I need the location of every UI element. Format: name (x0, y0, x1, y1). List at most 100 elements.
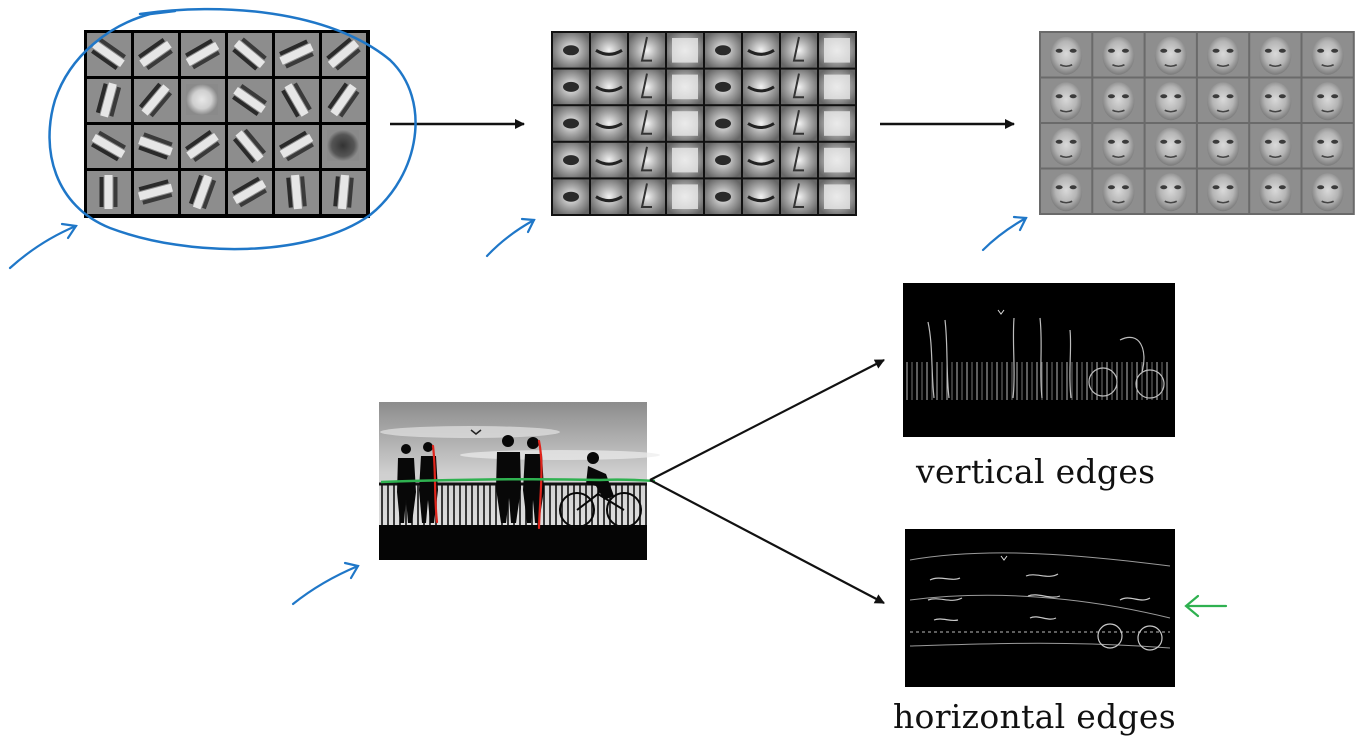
edge-filter-cell (322, 125, 366, 168)
face-cell (1145, 78, 1196, 122)
hand-drawn-arrow-icon (291, 561, 360, 606)
face-part-cell (629, 179, 665, 214)
face-cell (1302, 33, 1353, 77)
edge-filter-cell (322, 79, 366, 122)
bird-silhouette (470, 429, 482, 435)
face-part-cell (781, 69, 817, 105)
edge-filter-cell (134, 171, 178, 214)
face-part-cell (705, 106, 741, 141)
vertical-edges-map (903, 283, 1175, 437)
face-cell (1093, 33, 1144, 77)
edge-filter-cell (134, 125, 178, 168)
face-cell (1197, 78, 1249, 122)
face-cell (1145, 33, 1196, 77)
edge-filter-cell (181, 79, 225, 122)
face-cell (1145, 124, 1196, 168)
face-part-cell (667, 33, 703, 68)
edge-filter-cell (322, 171, 366, 214)
face-part-cell (743, 69, 779, 105)
face-part-cell (705, 69, 741, 105)
face-part-cell (591, 142, 627, 178)
face-part-cell (819, 106, 855, 141)
face-part-cell (743, 179, 779, 214)
edge-filter-cell (322, 33, 366, 76)
face-part-cell (629, 69, 665, 105)
edge-filter-cell (275, 125, 319, 168)
edge-filter-cell (275, 171, 319, 214)
face-part-filter-grid (551, 31, 857, 216)
edge-filter-cell (87, 171, 131, 214)
edge-filter-cell (181, 33, 225, 76)
edge-filter-cell (87, 33, 131, 76)
face-part-cell (553, 106, 589, 141)
green-horizontal-annotation (380, 477, 656, 484)
edge-filter-cell (87, 79, 131, 122)
face-cell (1250, 169, 1301, 213)
face-part-cell (591, 69, 627, 105)
edge-filter-cell (228, 33, 272, 76)
horizontal-edges-map (905, 529, 1175, 687)
hand-drawn-circle-icon (48, 7, 417, 251)
face-part-cell (781, 179, 817, 214)
face-part-cell (553, 142, 589, 178)
face-part-cell (705, 179, 741, 214)
face-part-cell (553, 33, 589, 68)
face-part-cell (743, 142, 779, 178)
edge-filter-grid (84, 30, 370, 218)
face-part-cell (781, 142, 817, 178)
left-arrow-icon (1184, 594, 1228, 618)
face-part-cell (819, 69, 855, 105)
edge-filter-cell (275, 33, 319, 76)
face-part-cell (629, 142, 665, 178)
arrow-right-icon (649, 359, 885, 481)
face-cell (1250, 124, 1301, 168)
edge-filter-cell (181, 125, 225, 168)
face-cell (1093, 124, 1144, 168)
face-cell (1041, 33, 1092, 77)
horizontal-edges-caption: horizontal edges (893, 697, 1176, 736)
edge-filter-cell (87, 125, 131, 168)
face-part-cell (781, 33, 817, 68)
edge-filter-cell (134, 33, 178, 76)
face-part-cell (667, 69, 703, 105)
face-part-cell (819, 179, 855, 214)
face-part-cell (629, 106, 665, 141)
face-part-cell (591, 33, 627, 68)
face-cell (1041, 124, 1092, 168)
face-part-cell (819, 142, 855, 178)
edge-filter-cell (134, 79, 178, 122)
face-cell (1041, 78, 1092, 122)
edge-filter-cell (228, 171, 272, 214)
face-cell (1093, 78, 1144, 122)
face-cell (1302, 169, 1353, 213)
face-cell (1250, 33, 1301, 77)
face-part-cell (553, 179, 589, 214)
face-part-cell (591, 179, 627, 214)
face-part-cell (667, 142, 703, 178)
arrow-right-icon (649, 479, 885, 604)
source-photo (379, 402, 660, 560)
face-filter-grid (1039, 31, 1355, 215)
edge-filter-cell (228, 79, 272, 122)
face-cell (1197, 124, 1249, 168)
face-part-cell (705, 33, 741, 68)
face-cell (1302, 124, 1353, 168)
face-cell (1145, 169, 1196, 213)
face-part-cell (705, 142, 741, 178)
hand-drawn-arrow-icon (8, 222, 78, 270)
face-part-cell (667, 179, 703, 214)
face-part-cell (819, 33, 855, 68)
edge-filter-cell (228, 125, 272, 168)
edge-filter-cell (181, 171, 225, 214)
vertical-edges-caption: vertical edges (916, 452, 1156, 491)
face-part-cell (591, 106, 627, 141)
face-part-cell (629, 33, 665, 68)
face-cell (1302, 78, 1353, 122)
face-cell (1093, 169, 1144, 213)
hand-drawn-arrow-icon (485, 217, 536, 258)
edge-filter-cell (275, 79, 319, 122)
face-cell (1197, 169, 1249, 213)
face-cell (1197, 33, 1249, 77)
face-part-cell (553, 69, 589, 105)
